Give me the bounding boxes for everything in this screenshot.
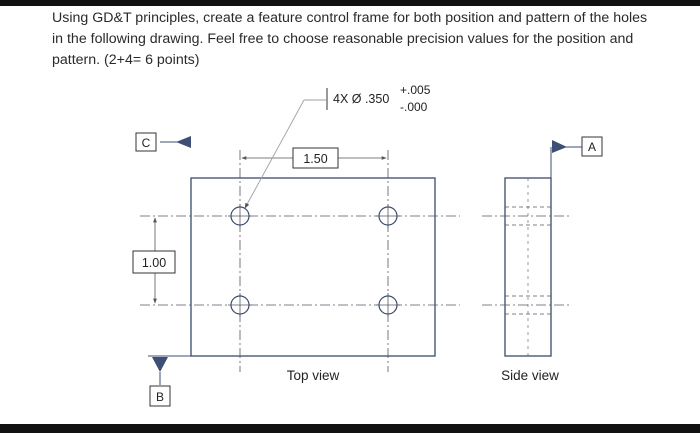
- question-line-2: in the following drawing. Feel free to c…: [52, 31, 634, 47]
- top-border-bar: [0, 0, 700, 6]
- datum-b-triangle: [152, 357, 168, 372]
- dim-horizontal-box: [292, 147, 339, 169]
- datum-a-label: A: [588, 140, 596, 154]
- datum-a-box: [581, 136, 603, 157]
- hole-tolerance-plus: +.005: [400, 83, 431, 97]
- hole-callout-leader: [244, 99, 305, 209]
- datum-a-triangle: [552, 140, 567, 153]
- datum-b-label: B: [156, 390, 164, 404]
- dim-vertical-box: [132, 250, 176, 274]
- side-view-label: Side view: [501, 368, 559, 383]
- datum-b-box: [149, 385, 171, 407]
- hole-tolerance-minus: -.000: [400, 100, 428, 114]
- side-view-plate: [504, 177, 552, 357]
- question-text: Using GD&T principles, create a feature …: [52, 8, 692, 71]
- top-view-label: Top view: [287, 368, 340, 383]
- datum-c-box: [135, 132, 157, 152]
- bottom-border-bar: [0, 424, 700, 433]
- hole-callout-text: 4X Ø .350: [333, 92, 389, 106]
- top-view-plate: [190, 177, 436, 357]
- datum-c-triangle: [176, 136, 191, 148]
- question-line-3: pattern. (2+4= 6 points): [52, 52, 200, 68]
- dim-horizontal-text: 1.50: [303, 152, 327, 166]
- question-line-1: Using GD&T principles, create a feature …: [52, 10, 648, 26]
- datum-c-label: C: [142, 136, 151, 150]
- dim-vertical-text: 1.00: [142, 256, 166, 270]
